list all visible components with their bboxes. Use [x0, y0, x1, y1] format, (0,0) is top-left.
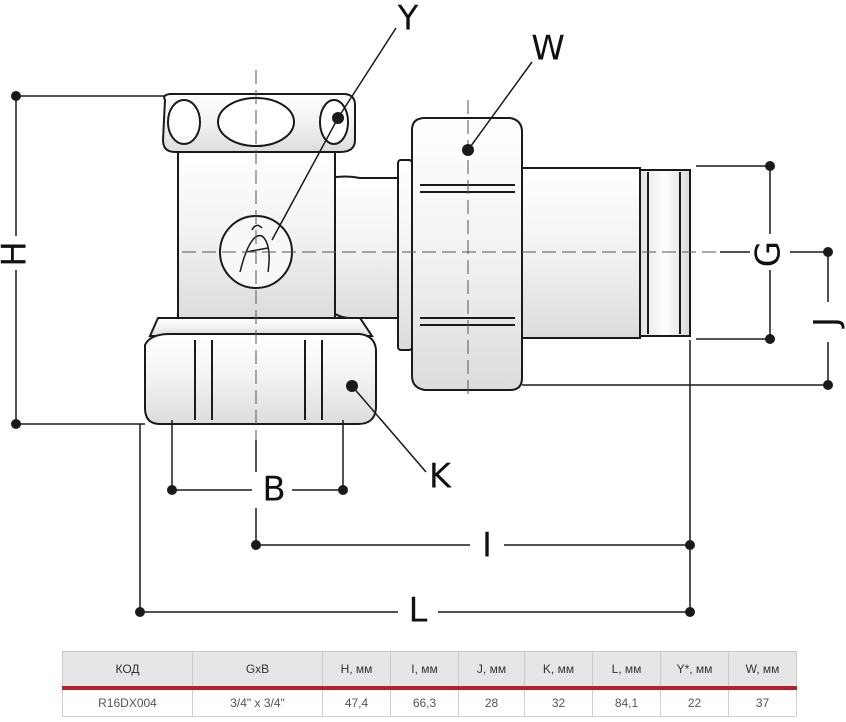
header-w: W, мм	[728, 651, 797, 690]
cell-code: R16DX004	[62, 687, 193, 717]
header-code: КОД	[62, 651, 193, 690]
cell-i: 66,3	[390, 687, 459, 717]
label-H: H	[0, 241, 35, 267]
header-k: K, мм	[524, 651, 593, 690]
header-l: L, мм	[592, 651, 661, 690]
label-K: K	[429, 457, 453, 497]
valve-drawing: H G J B I L Y W K	[0, 0, 846, 631]
label-W: W	[531, 29, 565, 69]
spec-table: КОД GxB H, мм I, мм J, мм K, мм L, мм Y*…	[62, 651, 797, 717]
cell-w: 37	[728, 687, 797, 717]
cell-y: 22	[660, 687, 729, 717]
label-B: B	[262, 470, 285, 510]
header-y: Y*, мм	[660, 651, 729, 690]
cell-l: 84,1	[592, 687, 661, 717]
label-Y: Y	[397, 0, 419, 39]
table-header-row: КОД GxB H, мм I, мм J, мм K, мм L, мм Y*…	[62, 651, 797, 690]
cell-k: 32	[524, 687, 593, 717]
dimension-dots	[11, 91, 833, 617]
valve-body	[144, 93, 691, 425]
table-row: R16DX004 3/4" x 3/4" 47,4 66,3 28 32 84,…	[62, 687, 797, 717]
label-G: G	[749, 241, 789, 267]
label-L: L	[409, 591, 428, 631]
cell-h: 47,4	[322, 687, 391, 717]
cell-j: 28	[458, 687, 525, 717]
header-h: H, мм	[322, 651, 391, 690]
cell-gxb: 3/4" x 3/4"	[192, 687, 323, 717]
header-gxb: GxB	[192, 651, 323, 690]
cap-oval-left	[167, 99, 201, 145]
label-J: J	[807, 317, 846, 329]
label-I: I	[482, 526, 492, 566]
dimension-labels: H G J B I L Y W K	[0, 0, 846, 631]
header-i: I, мм	[390, 651, 459, 690]
header-j: J, мм	[458, 651, 525, 690]
